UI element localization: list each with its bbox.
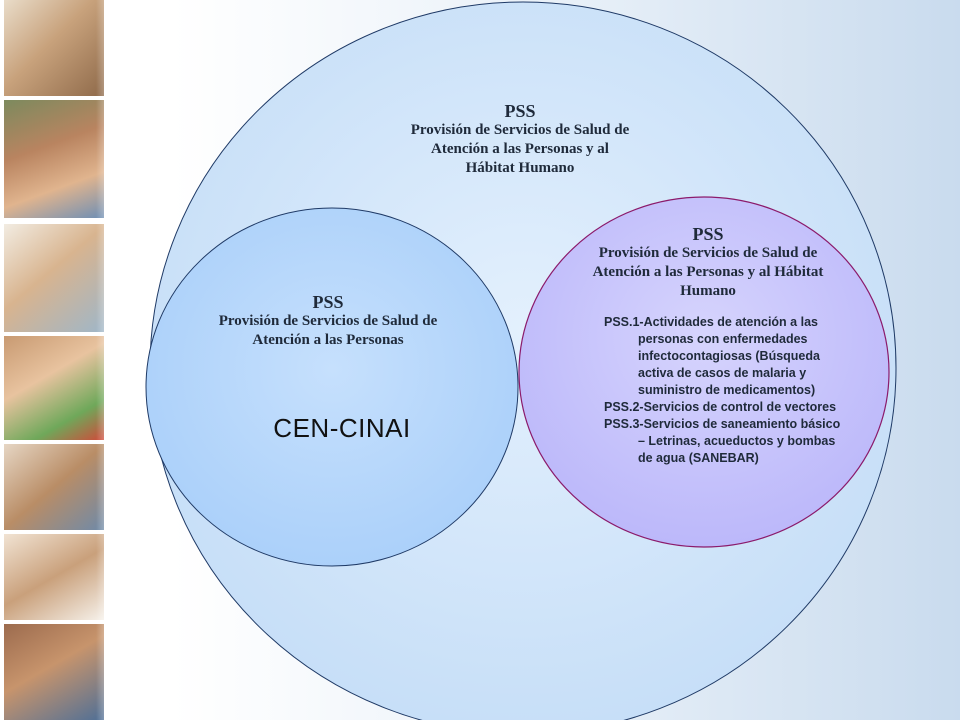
photo-breastfeeding (4, 534, 104, 620)
photo-elderly-couple (4, 0, 104, 96)
photo-father-child (4, 624, 104, 720)
photo-girl-eating-fruit (4, 336, 104, 440)
right-label: PSS Provisión de Servicios de Salud de A… (548, 224, 868, 301)
photo-mother-children (4, 444, 104, 530)
right-circle (518, 196, 890, 548)
outer-label: PSS Provisión de Servicios de Salud de A… (360, 101, 680, 178)
photo-family (4, 224, 104, 332)
right-services-list: PSS.1-Actividades de atención a las pers… (604, 314, 844, 467)
right-title: PSS (692, 224, 724, 244)
outer-description-line-2: Atención a las Personas y al (431, 141, 609, 157)
service-item-3: PSS.3-Servicios de saneamiento básico – … (604, 417, 841, 465)
left-description-line-1: Provisión de Servicios de Salud de (218, 313, 438, 329)
outer-description-line-3: Hábitat Humano (465, 160, 575, 176)
service-item-1: PSS.1-Actividades de atención a las pers… (604, 315, 820, 397)
right-description-line-2: Atención a las Personas y al Hábitat (592, 264, 824, 280)
left-label: PSS Provisión de Servicios de Salud de A… (168, 292, 488, 350)
right-description-line-3: Humano (680, 283, 736, 299)
service-item-2: PSS.2-Servicios de control de vectores (604, 400, 837, 414)
right-description-line-1: Provisión de Servicios de Salud de (598, 245, 818, 261)
left-title: PSS (312, 292, 344, 312)
photo-strip (0, 0, 136, 720)
outer-description-line-1: Provisión de Servicios de Salud de (410, 122, 630, 138)
photo-strip-fade (96, 0, 136, 720)
program-name: CEN-CINAI (273, 413, 411, 443)
left-circle (145, 207, 519, 567)
outer-title: PSS (504, 101, 536, 121)
photo-smiling-children (4, 100, 104, 218)
left-description-line-2: Atención a las Personas (252, 332, 404, 348)
